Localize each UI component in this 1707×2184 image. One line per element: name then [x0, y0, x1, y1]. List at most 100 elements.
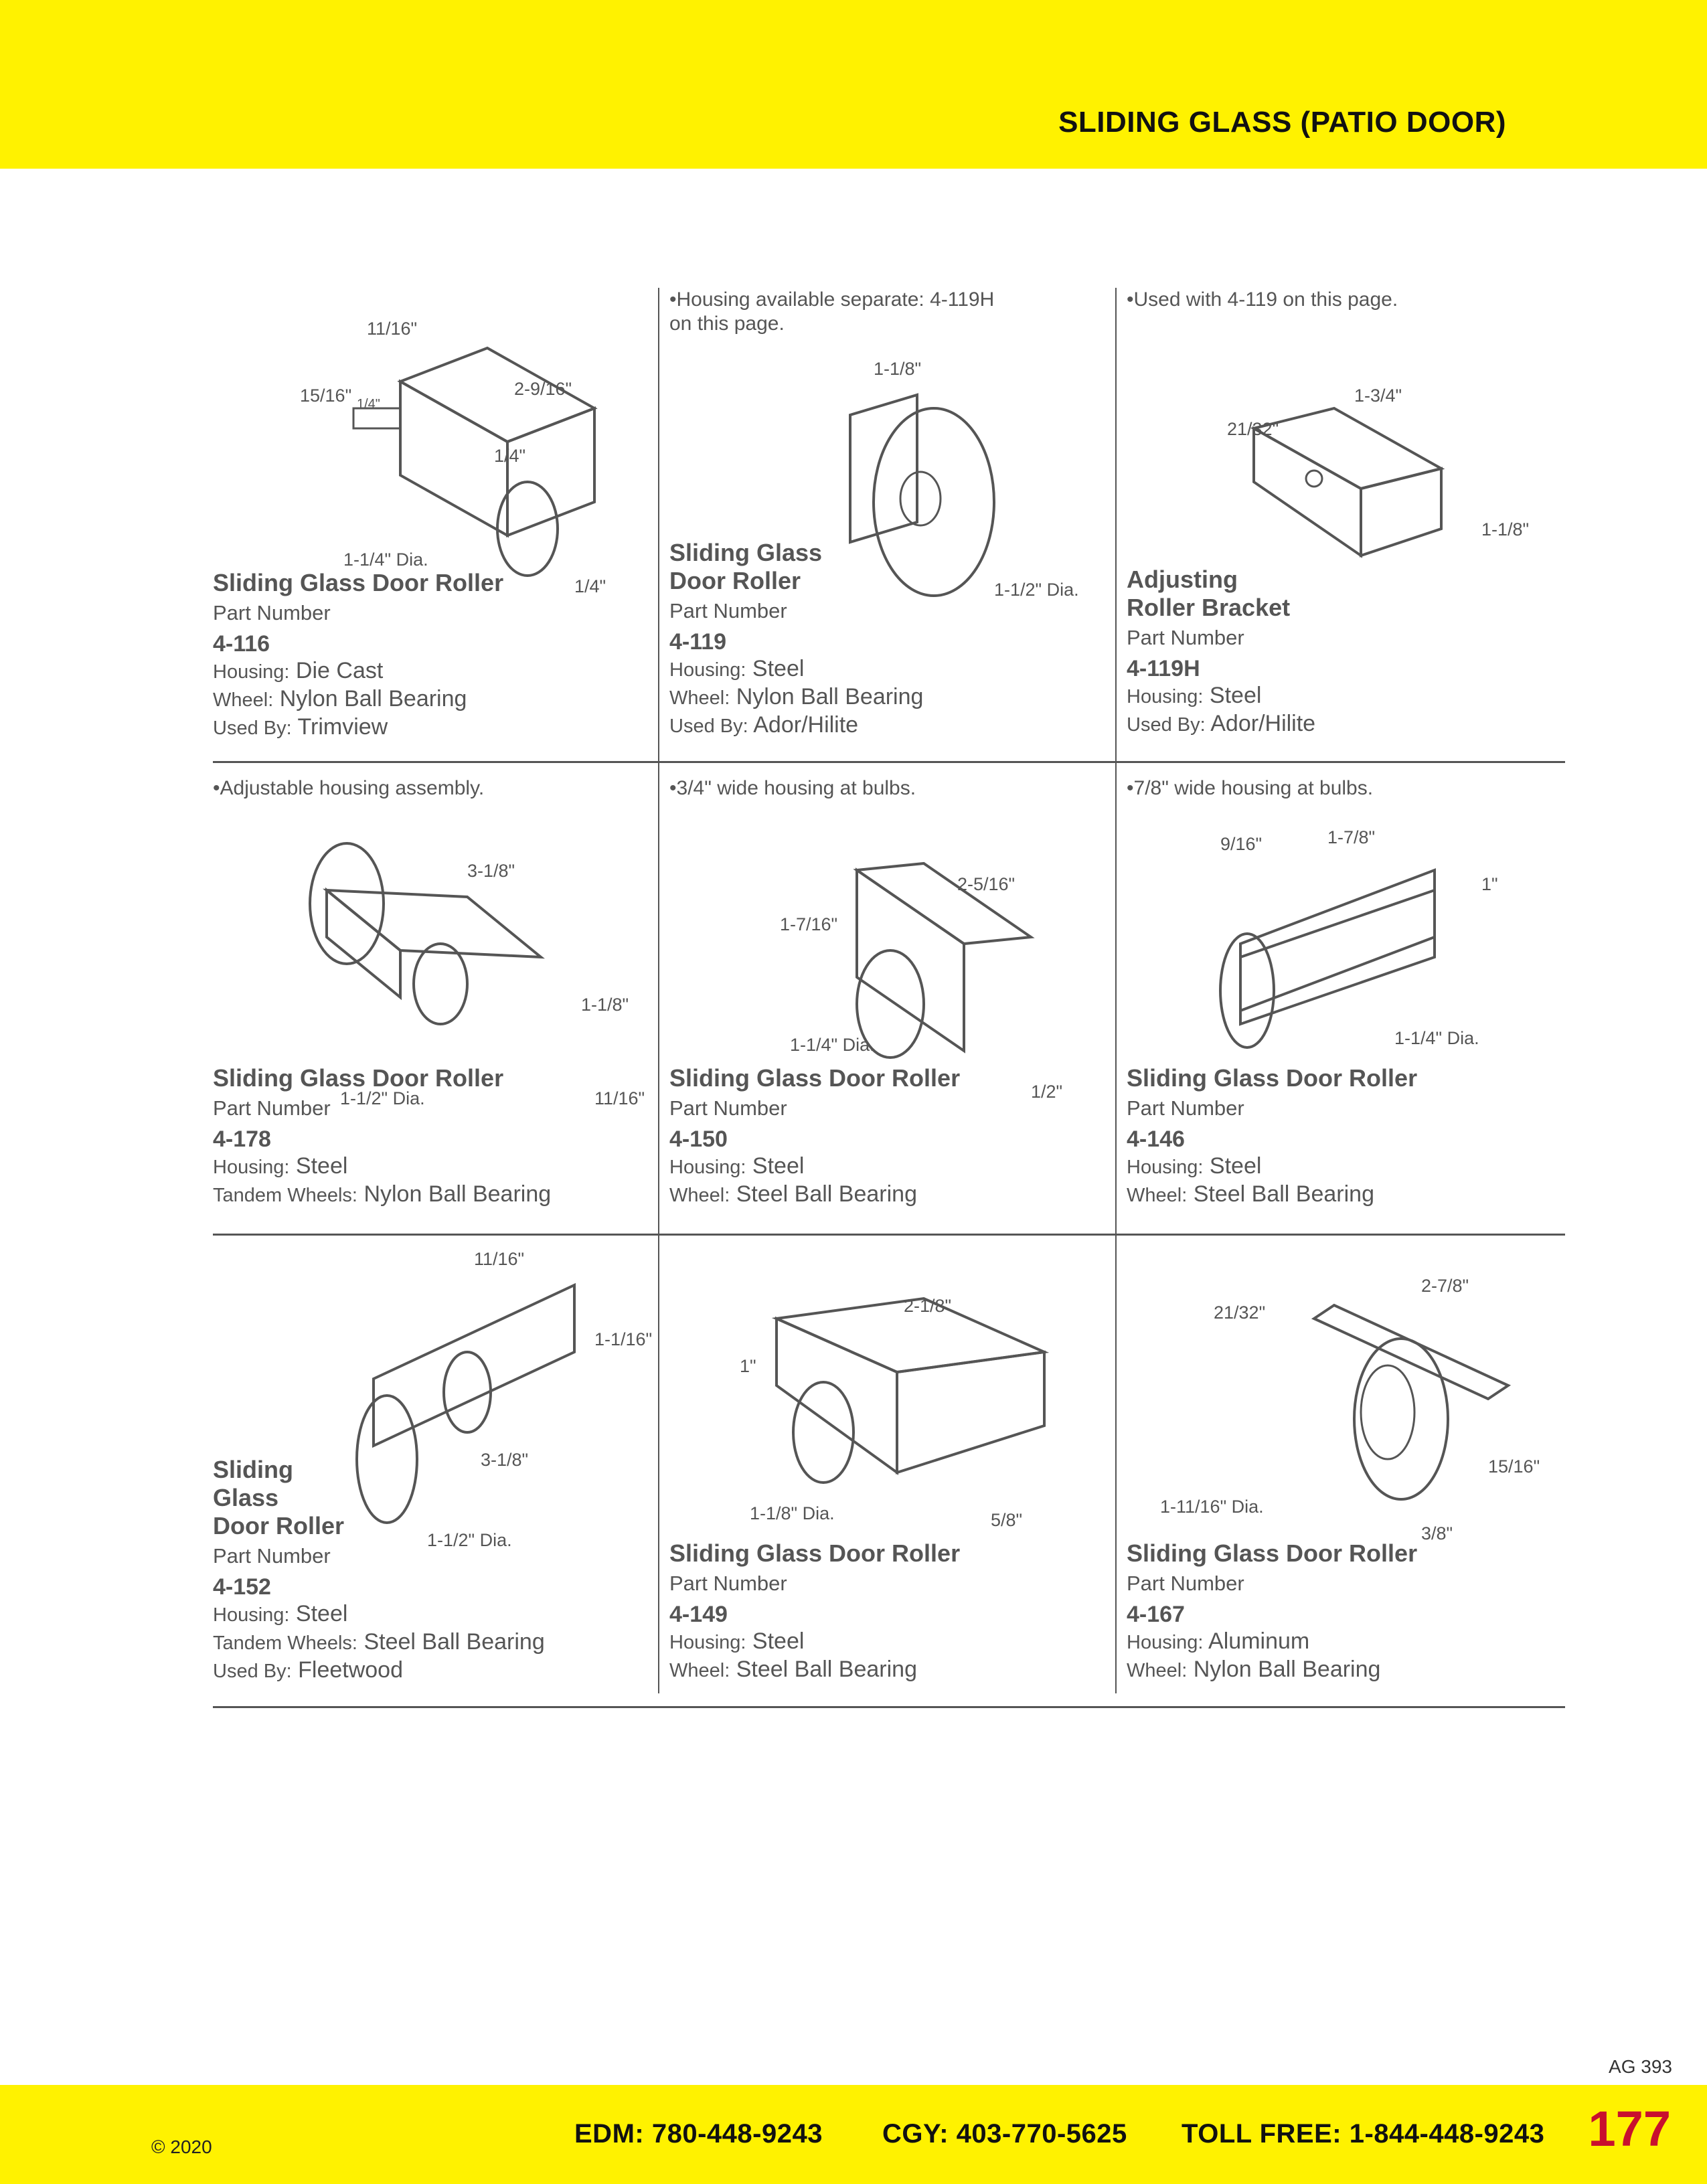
- spec-row: Housing: Steel: [1127, 683, 1262, 708]
- svg-text:11/16": 11/16": [594, 1088, 645, 1108]
- row-divider: [213, 761, 1565, 763]
- product-illustration: 1-1/8" 1-1/2" Dia.: [817, 355, 1084, 612]
- svg-text:1/4": 1/4": [494, 446, 525, 466]
- part-number-label: Part Number: [213, 1096, 331, 1120]
- spec-row: Housing: Aluminum: [1127, 1628, 1310, 1654]
- part-number-label: Part Number: [213, 601, 331, 624]
- product-title: Sliding Glass Door Roller: [213, 1064, 504, 1092]
- part-number: 4-150: [669, 1126, 728, 1152]
- roller-diagram: 9/16" 1-7/8" 1" 1-1/4" Dia.: [1219, 827, 1498, 1049]
- part-number-label: Part Number: [669, 599, 787, 622]
- roller-diagram: 2-1/8" 1" 1-1/8" Dia. 5/8": [740, 1296, 1050, 1530]
- svg-text:15/16": 15/16": [300, 386, 351, 406]
- svg-text:11/16": 11/16": [474, 1249, 524, 1269]
- product-illustration: 11/16" 1-1/16" 3-1/8" 1-1/2" Dia.: [307, 1245, 668, 1570]
- spec-row: Used By: Fleetwood: [213, 1657, 403, 1683]
- product-note: •7/8" wide housing at bulbs.: [1127, 777, 1374, 799]
- header-band: [0, 0, 1707, 169]
- svg-text:1/4": 1/4": [574, 576, 606, 596]
- product-note: •Housing available separate: 4-119H on t…: [669, 288, 995, 335]
- product-cell: 2-1/8" 1" 1-1/8" Dia. 5/8" Sliding Glass…: [669, 1245, 1125, 1713]
- column-divider: [658, 288, 659, 1693]
- product-cell: •Adjustable housing assembly. 3-1/8" 1-1…: [213, 776, 668, 1245]
- spec-row: Used By: Ador/Hilite: [669, 712, 859, 738]
- product-title: Sliding Glass Door Roller: [669, 1064, 961, 1092]
- svg-text:1-11/16" Dia.: 1-11/16" Dia.: [1160, 1497, 1264, 1517]
- product-info: Sliding Glass Door Roller Part Number 4-…: [213, 569, 503, 742]
- part-number: 4-178: [213, 1126, 271, 1152]
- product-cell: •Used with 4-119 on this page. 21/32" 1-…: [1127, 288, 1582, 756]
- spec-row: Wheel: Nylon Ball Bearing: [669, 684, 924, 709]
- product-title: Sliding Glass Door Roller: [213, 1456, 345, 1539]
- product-illustration: 2-1/8" 1" 1-1/8" Dia. 5/8": [723, 1258, 1098, 1543]
- roller-diagram: 2-7/8" 21/32" 15/16" 1-11/16" Dia. 3/8": [1160, 1276, 1540, 1543]
- svg-text:1": 1": [740, 1356, 756, 1376]
- product-title: Sliding Glass Door Roller: [213, 569, 504, 596]
- product-illustration: 21/32" 1-3/4" 1-1/8": [1173, 335, 1548, 592]
- product-illustration: 11/16" 2-9/16" 15/16" 1/4" 1/4" 1-1/4" D…: [287, 308, 635, 606]
- svg-text:1-3/4": 1-3/4": [1354, 386, 1402, 406]
- svg-text:11/16": 11/16": [367, 319, 417, 339]
- part-number-label: Part Number: [669, 1096, 787, 1120]
- svg-text:1-1/2" Dia.: 1-1/2" Dia.: [427, 1530, 512, 1550]
- product-info: Sliding Glass Door Roller Part Number 4-…: [1127, 1539, 1417, 1684]
- product-cell: 11/16" 2-9/16" 15/16" 1/4" 1/4" 1-1/4" D…: [213, 288, 668, 756]
- spec-row: Housing: Steel: [669, 1153, 805, 1179]
- svg-text:1-1/4" Dia.: 1-1/4" Dia.: [1394, 1028, 1479, 1048]
- product-cell: 2-7/8" 21/32" 15/16" 1-11/16" Dia. 3/8" …: [1127, 1245, 1582, 1713]
- roller-diagram: 2-5/16" 1-7/16" 1-1/4" Dia. 1/2": [780, 861, 1062, 1102]
- product-info: Sliding Glass Door Roller Part Number 4-…: [213, 1456, 545, 1685]
- spec-row: Used By: Ador/Hilite: [1127, 711, 1316, 736]
- svg-text:2-9/16": 2-9/16": [514, 379, 572, 399]
- footer-band: [0, 2085, 1707, 2184]
- product-info: Sliding Glass Door Roller Part Number 4-…: [669, 539, 923, 740]
- roller-diagram: 11/16" 2-9/16" 15/16" 1/4" 1/4" 1-1/4" D…: [300, 319, 606, 596]
- spec-row: Wheel: Steel Ball Bearing: [1127, 1181, 1374, 1207]
- spec-row: Wheel: Steel Ball Bearing: [669, 1181, 917, 1207]
- part-number-label: Part Number: [1127, 1096, 1244, 1120]
- svg-text:2-1/8": 2-1/8": [904, 1296, 951, 1316]
- svg-text:3/8": 3/8": [1421, 1523, 1453, 1543]
- product-title: Sliding Glass Door Roller: [1127, 1539, 1418, 1567]
- part-number: 4-119: [669, 629, 727, 655]
- product-title: Sliding Glass Door Roller: [669, 539, 823, 594]
- copyright: © 2020: [151, 2136, 212, 2157]
- svg-text:21/32": 21/32": [1227, 419, 1279, 439]
- product-title: Sliding Glass Door Roller: [1127, 1064, 1418, 1092]
- section-title: SLIDING GLASS (PATIO DOOR): [1058, 106, 1506, 139]
- spec-row: Wheel: Steel Ball Bearing: [669, 1657, 917, 1682]
- spec-row: Wheel: Nylon Ball Bearing: [1127, 1657, 1381, 1682]
- part-number-label: Part Number: [213, 1544, 331, 1568]
- product-info: Sliding Glass Door Roller Part Number 4-…: [669, 1539, 960, 1684]
- product-info: Sliding Glass Door Roller Part Number 4-…: [213, 1064, 551, 1209]
- svg-text:21/32": 21/32": [1214, 1303, 1265, 1323]
- svg-text:1-1/2" Dia.: 1-1/2" Dia.: [340, 1088, 425, 1108]
- part-number: 4-116: [213, 631, 270, 657]
- svg-text:1-1/4" Dia.: 1-1/4" Dia.: [343, 550, 428, 570]
- part-number: 4-152: [213, 1574, 271, 1600]
- part-number-label: Part Number: [1127, 626, 1244, 649]
- roller-diagram: 1-1/8" 1-1/2" Dia.: [849, 359, 1079, 600]
- svg-text:1-1/8": 1-1/8": [581, 995, 629, 1015]
- product-note: •3/4" wide housing at bulbs.: [669, 777, 916, 799]
- product-cell: •Housing available separate: 4-119H on t…: [669, 288, 1125, 756]
- column-divider: [1115, 288, 1117, 1693]
- product-note: •Adjustable housing assembly.: [213, 777, 485, 799]
- product-illustration: 2-5/16" 1-7/16" 1-1/4" Dia. 1/2": [723, 817, 1098, 1102]
- svg-text:1-1/2" Dia.: 1-1/2" Dia.: [994, 580, 1079, 600]
- svg-text:1-1/16": 1-1/16": [594, 1329, 652, 1349]
- svg-text:5/8": 5/8": [991, 1510, 1022, 1530]
- row-divider: [213, 1234, 1565, 1236]
- spec-row: Housing: Steel: [1127, 1153, 1262, 1179]
- spec-row: Housing: Die Cast: [213, 658, 384, 683]
- spec-row: Wheel: Nylon Ball Bearing: [213, 686, 467, 711]
- page-number: 177: [1588, 2101, 1671, 2157]
- part-number: 4-146: [1127, 1126, 1185, 1152]
- product-title: Sliding Glass Door Roller: [669, 1539, 961, 1567]
- phone-edm: EDM: 780-448-9243: [574, 2119, 823, 2149]
- roller-diagram: 3-1/8" 1-1/8" 1-1/2" Dia. 11/16": [309, 842, 645, 1108]
- product-info: Sliding Glass Door Roller Part Number 4-…: [1127, 1064, 1417, 1209]
- product-cell: •7/8" wide housing at bulbs. 9/16" 1-7/8…: [1127, 776, 1582, 1245]
- svg-text:2-7/8": 2-7/8": [1421, 1276, 1469, 1296]
- spec-row: Housing: Steel: [213, 1601, 348, 1626]
